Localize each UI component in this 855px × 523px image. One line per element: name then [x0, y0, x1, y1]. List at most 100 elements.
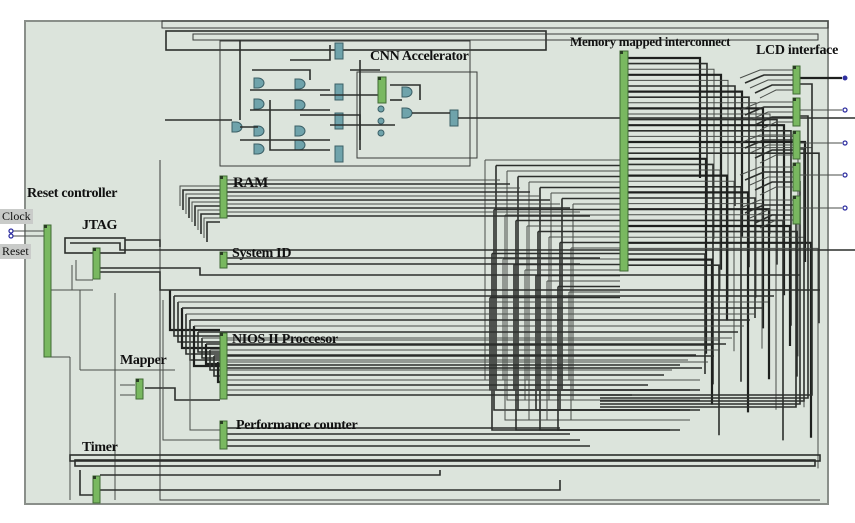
lcd-wiring: [600, 69, 848, 408]
buffer-icon: [377, 105, 385, 113]
mux-icon: [334, 145, 344, 163]
cnn-wire: [269, 100, 330, 151]
nios-bus-wire: [216, 362, 220, 384]
bus-wire: [628, 264, 720, 436]
reset-controller-label: Reset controller: [27, 186, 118, 201]
lcd-interface-label: LCD interface: [756, 43, 839, 58]
logic-gate-icon: [294, 99, 306, 111]
lcd-block-header: [793, 98, 796, 101]
ram-label: RAM: [233, 175, 268, 191]
bus-wire: [628, 224, 792, 346]
lcd-input-wire: [744, 171, 793, 181]
nios-processor-block[interactable]: [219, 332, 228, 400]
lcd-interface-block: [792, 97, 801, 127]
bus-wire: [628, 113, 771, 234]
bus-wire: [628, 90, 744, 237]
ram-bus-wire: [203, 217, 220, 238]
bus-wire: [524, 270, 640, 401]
jtag-block[interactable]: [92, 247, 101, 280]
ram-block[interactable]: [219, 175, 228, 219]
bus-wire: [628, 208, 771, 380]
buffer-icon: [377, 129, 385, 137]
bus-wire: [628, 174, 729, 321]
lcd-input-wire: [744, 204, 793, 214]
logic-gate-icon: [253, 98, 265, 110]
cnn-accelerator-logic: [165, 40, 855, 163]
bus-wire: [546, 281, 690, 421]
lcd-output-pin-icon[interactable]: [842, 172, 848, 178]
logic-gate-icon: [401, 107, 413, 119]
bus-wire: [628, 56, 702, 178]
nios-bus-wire: [185, 314, 220, 355]
bus-wire: [628, 157, 708, 354]
lcd-return-wire: [600, 115, 809, 399]
nios-bus-wire: [209, 350, 220, 371]
cnn-output-block[interactable]: [377, 76, 387, 104]
lcd-interface-block: [792, 162, 801, 192]
reset-controller-block[interactable]: [43, 224, 52, 358]
nios-bus-wire: [173, 296, 220, 337]
bus-wire: [628, 73, 723, 270]
lcd-input-wire: [754, 116, 793, 126]
memory-interconnect-block[interactable]: [619, 50, 629, 272]
lcd-input-wire: [759, 89, 793, 99]
ram-bus-wire: [197, 209, 220, 230]
lcd-output-pin-icon[interactable]: [842, 75, 848, 81]
bus-wire: [628, 197, 756, 318]
lcd-output-pin-icon[interactable]: [842, 107, 848, 113]
bus-wire: [628, 118, 778, 265]
lcd-output-pin-icon[interactable]: [842, 205, 848, 211]
bus-wire: [628, 152, 820, 324]
reset-pin[interactable]: [8, 233, 14, 239]
lcd-interface-block: [792, 65, 801, 95]
lcd-input-wire: [759, 219, 793, 229]
mapper-label: Mapper: [120, 353, 167, 368]
lcd-block-header: [793, 163, 796, 166]
lcd-interface-block: [792, 195, 801, 225]
peripheral-wiring: [69, 300, 821, 496]
memory-interconnect-label: Memory mapped interconnect: [570, 34, 731, 49]
lcd-input-wire: [744, 106, 793, 116]
clock-pin[interactable]: [8, 228, 14, 234]
timer-label: Timer: [82, 440, 118, 455]
lcd-interface-blocks[interactable]: [792, 65, 801, 225]
nios-bus-wire: [168, 290, 220, 332]
nios-processor-label: NIOS II Proccesor: [232, 332, 338, 347]
bus-wire: [628, 180, 735, 352]
ram-bus-wire: [200, 213, 220, 234]
buffer-icon: [377, 117, 385, 125]
cnn-wire: [390, 84, 421, 100]
lcd-input-wire: [754, 214, 793, 224]
lcd-input-wire: [754, 181, 793, 191]
lcd-interface-block: [792, 130, 801, 160]
bus-wire: [628, 68, 715, 240]
nios-bus-wire: [204, 344, 220, 366]
reset-port-label: Reset: [0, 244, 31, 259]
lcd-input-wire: [739, 69, 793, 79]
bus-wire: [628, 85, 736, 206]
lcd-input-wire: [739, 166, 793, 176]
lcd-input-wire: [744, 139, 793, 149]
bus-wire: [628, 241, 813, 438]
system-id-block[interactable]: [219, 251, 228, 269]
mux-icon: [449, 109, 459, 127]
lcd-return-wire: [600, 181, 801, 405]
mapper-block[interactable]: [135, 378, 144, 400]
lcd-input-wire: [754, 149, 793, 159]
cnn-accelerator-label: CNN Accelerator: [370, 49, 469, 64]
lcd-input-wire: [739, 134, 793, 144]
bus-wire: [628, 124, 786, 296]
lcd-output-pin-icon[interactable]: [842, 140, 848, 146]
bus-wire: [628, 140, 807, 262]
lcd-return-wire: [600, 148, 805, 402]
logic-gate-icon: [253, 125, 265, 137]
timer-block[interactable]: [92, 475, 101, 504]
bus-wire: [628, 107, 765, 329]
nios-bus-wire: [197, 332, 220, 353]
nios-bus-wire: [180, 308, 220, 350]
lcd-input-wire: [749, 79, 793, 89]
performance-counter-block[interactable]: [219, 420, 228, 450]
logic-gate-icon: [294, 78, 306, 90]
lcd-input-wire: [759, 154, 793, 164]
